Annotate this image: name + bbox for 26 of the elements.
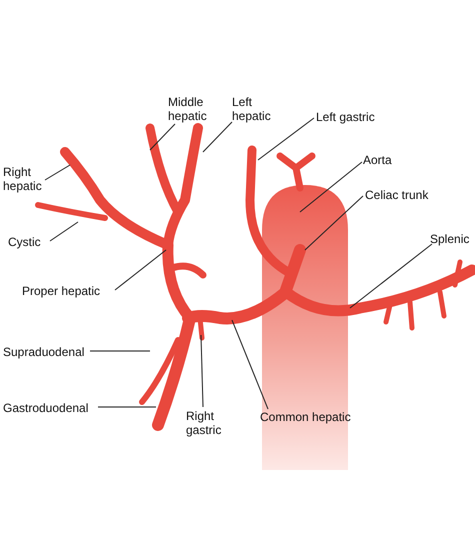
- artery-label: Left hepatic: [232, 95, 280, 123]
- artery-label: Supraduodenal: [3, 345, 84, 359]
- artery-label: Common hepatic: [260, 410, 351, 424]
- artery-label: Celiac trunk: [365, 188, 428, 202]
- leader-line: [258, 118, 314, 160]
- artery-label: Right gastric: [186, 409, 234, 437]
- artery-label: Splenic: [430, 232, 470, 246]
- artery-label: Cystic: [8, 235, 41, 249]
- leader-line: [300, 162, 362, 212]
- leader-line: [50, 222, 78, 242]
- artery-label: Right hepatic: [3, 165, 51, 193]
- leader-line: [202, 122, 232, 152]
- leader-line: [114, 250, 166, 290]
- artery-label: Proper hepatic: [22, 284, 100, 298]
- artery-label: Middle hepatic: [168, 95, 218, 123]
- artery-label: Gastroduodenal: [3, 401, 88, 415]
- leader-line: [150, 124, 176, 150]
- leader-line: [98, 406, 156, 408]
- leader-line: [304, 196, 364, 250]
- leader-line: [200, 334, 204, 408]
- leader-line: [232, 320, 268, 410]
- artery-label: Left gastric: [316, 110, 375, 124]
- leader-line: [44, 164, 70, 180]
- leader-line: [350, 244, 432, 308]
- artery-label: Aorta: [363, 153, 392, 167]
- leader-line: [90, 350, 150, 352]
